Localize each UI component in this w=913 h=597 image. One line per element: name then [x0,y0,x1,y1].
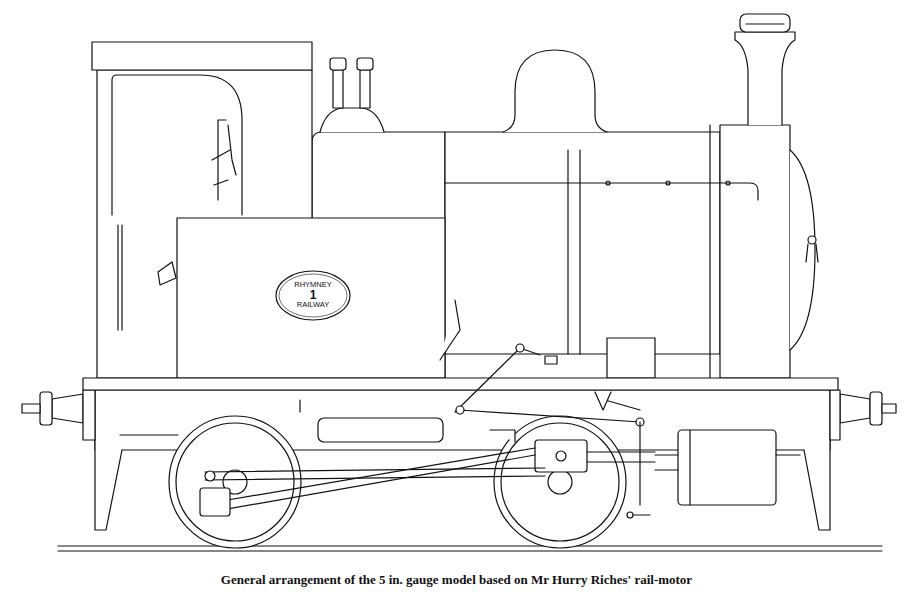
chimney [735,14,795,125]
chimney [740,14,790,32]
cylinder [655,454,678,455]
cab [228,125,236,175]
handrail [666,181,670,185]
wheel [169,416,626,548]
valve-gear [556,451,566,461]
safety-valve [330,58,346,70]
frame [120,434,178,435]
valve-gear [205,471,215,481]
cab [117,225,118,330]
buffer [840,394,870,423]
boiler [607,338,655,378]
valve-gear [455,348,640,422]
valve-gear [440,300,640,410]
buffer [830,390,840,440]
dome [503,50,607,132]
plate-outline [276,271,350,320]
plate-outline [279,274,347,317]
boiler [579,150,580,354]
safety-valve [333,70,343,108]
valve-gear [516,344,524,352]
cylinder [655,469,678,470]
cylinder [776,454,800,455]
plate-lettering: RAILWAY [297,301,329,309]
frame [299,400,300,412]
cylinder [689,430,690,505]
safety-valve [360,70,370,108]
valve-gear [630,422,650,515]
smokebox [806,244,818,262]
rail [58,546,882,551]
valve-gear [627,512,633,518]
name-plate: RHYMNEY1RAILWAY [275,270,351,321]
valve-gear [210,448,535,512]
chimney [735,32,795,125]
figure-caption: General arrangement of the 5 in. gauge m… [0,572,913,588]
boiler [545,356,557,364]
safety-valve [357,58,373,70]
cylinder [678,430,776,505]
valve-gear [535,440,587,472]
cab [112,75,242,215]
frame [804,390,830,530]
buffer [22,404,40,413]
smokebox [720,125,790,378]
wheel [176,423,294,541]
cab [158,262,176,285]
valve-gear [595,392,611,410]
handrail [726,181,730,185]
footplate [83,378,838,390]
valve-gear [200,488,230,516]
wheel [548,470,572,494]
cab [92,42,312,70]
boiler [445,132,720,354]
buffer [52,394,83,423]
plate-lettering: 1 [310,289,317,302]
buffer [40,392,52,425]
safety-valve [320,108,384,132]
chimney [746,23,784,24]
plate-body: RHYMNEY1RAILWAY [275,270,351,321]
valve-gear [587,452,655,462]
handrail [445,181,758,200]
side-tank [177,218,445,378]
valve-gear [456,406,464,414]
smokebox [808,236,816,244]
handrail [606,181,610,185]
valve-gear [200,300,655,518]
handrail [445,183,758,200]
wheel [169,416,301,548]
rail [58,550,882,551]
smokebox [790,150,815,350]
boiler [567,150,568,354]
buffer [870,392,882,425]
rail [58,545,882,546]
frame [318,418,443,442]
buffer [882,404,896,413]
cab [121,225,122,330]
wheel [501,423,619,541]
cylinder [655,430,800,505]
plate-lettering: RHYMNEY [294,281,332,289]
smokebox [709,125,710,378]
footplate [83,378,838,390]
safety-valve [320,58,384,132]
cab [212,120,230,200]
valve-gear [490,430,515,442]
frame [95,390,122,530]
side-tank [177,218,445,378]
buffer [83,390,95,440]
smokebox [710,125,818,378]
valve-gear [205,468,545,480]
dome [503,50,607,132]
